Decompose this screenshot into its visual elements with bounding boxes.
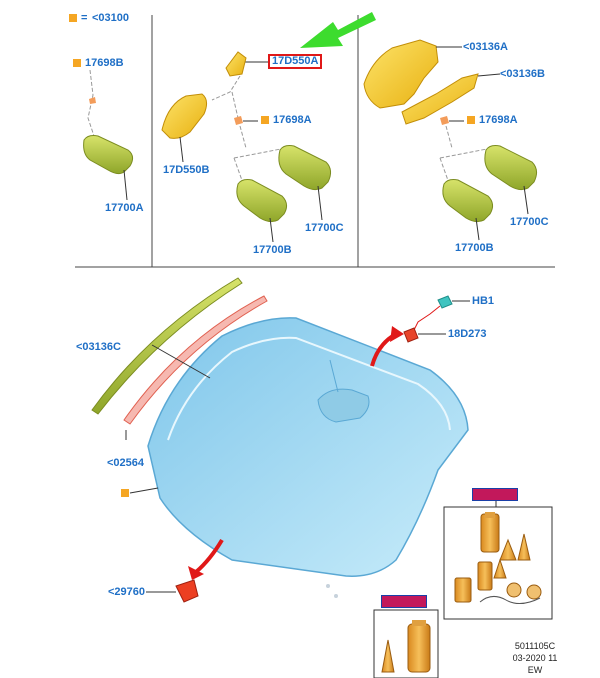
legend-ref-label: <03100 xyxy=(92,12,130,24)
panel3-parts xyxy=(363,39,538,241)
kit-tag-lower[interactable] xyxy=(381,595,427,608)
callout-03136c[interactable]: <03136C xyxy=(76,341,121,353)
kit-box-upper xyxy=(443,500,553,620)
callout-17d550a-highlighted[interactable]: 17D550A xyxy=(268,54,323,69)
green-arrow-icon xyxy=(300,12,376,48)
footer-date: 03-2020 11 xyxy=(512,653,558,663)
marker-17698a-right-icon xyxy=(467,116,475,124)
panel1-parts xyxy=(83,69,134,201)
footer-info: 5011105C 03-2020 11 EW xyxy=(500,640,570,676)
callout-29760[interactable]: <29760 xyxy=(108,586,146,598)
kit-box-lower xyxy=(373,609,439,678)
callout-17700c-mid[interactable]: 17700C xyxy=(305,222,344,234)
footer-initials: EW xyxy=(527,665,543,675)
callout-17700a[interactable]: 17700A xyxy=(105,202,144,214)
callout-17700c-right[interactable]: 17700C xyxy=(510,216,549,228)
callout-17d550b[interactable]: 17D550B xyxy=(163,164,210,176)
legend-marker-icon xyxy=(69,14,77,22)
callout-18d273[interactable]: 18D273 xyxy=(448,328,487,340)
callout-03136b[interactable]: <03136B xyxy=(500,68,545,80)
kit-tag-upper[interactable] xyxy=(472,488,518,501)
windshield-parts xyxy=(91,277,470,603)
callout-17700b-mid[interactable]: 17700B xyxy=(253,244,292,256)
callout-02564[interactable]: <02564 xyxy=(107,457,145,469)
callout-17700b-right[interactable]: 17700B xyxy=(455,242,494,254)
legend-equals: = xyxy=(81,12,88,24)
footer-code: 5011105C xyxy=(514,641,556,651)
callout-17698b[interactable]: 17698B xyxy=(85,57,124,69)
callout-17698a-right[interactable]: 17698A xyxy=(479,114,518,126)
marker-windshield-icon xyxy=(121,489,129,497)
panel-dividers xyxy=(75,15,555,268)
callout-hb1[interactable]: HB1 xyxy=(472,295,495,307)
panel2-parts xyxy=(161,51,332,243)
marker-17698a-mid-icon xyxy=(261,116,269,124)
callout-17698a-mid[interactable]: 17698A xyxy=(273,114,312,126)
callout-03136a[interactable]: <03136A xyxy=(463,41,508,53)
marker-17698b-icon xyxy=(73,59,81,67)
